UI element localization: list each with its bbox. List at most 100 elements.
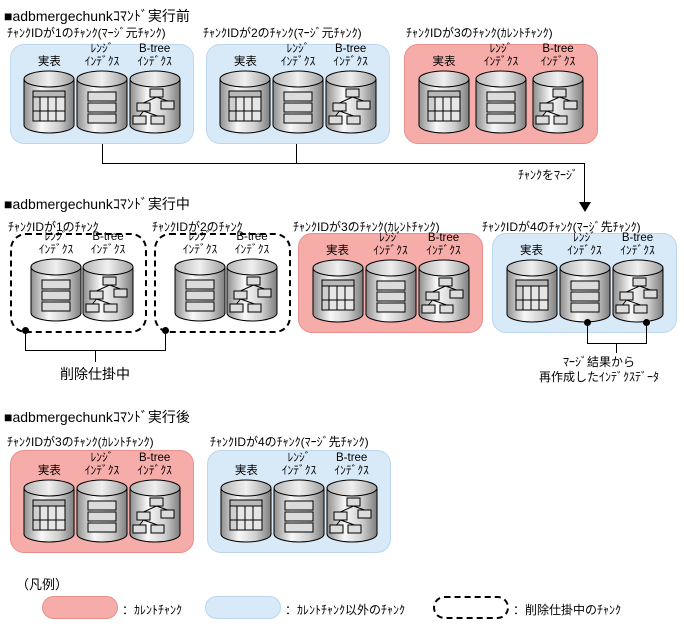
cylinder-label: ﾚﾝｼﾞ ｲﾝﾃﾞｸｽ	[38, 231, 74, 256]
cylinder-label: B-tree ｲﾝﾃﾞｸｽ	[620, 232, 655, 257]
cylinder-label: 実表	[37, 56, 61, 68]
section-before-heading: ■adbmergechunkｺﾏﾝﾄﾞ実行前	[4, 8, 190, 24]
range-index-cylinder-icon	[76, 479, 128, 543]
cylinder-column-range: ﾚﾝｼﾞ ｲﾝﾃﾞｸｽ	[30, 230, 82, 322]
cylinder-label: ﾚﾝｼﾞ ｲﾝﾃﾞｸｽ	[84, 452, 120, 477]
cylinder-column-range: ﾚﾝｼﾞ ｲﾝﾃﾞｸｽ	[272, 42, 325, 134]
btree-index-cylinder-icon	[82, 258, 134, 322]
cylinder-column-range: ﾚﾝｼﾞ ｲﾝﾃﾞｸｽ	[174, 230, 226, 322]
cylinder-column-table: 実表	[417, 42, 471, 134]
cylinder-label: 実表	[37, 465, 61, 477]
cylinder-column-btree: B-tree ｲﾝﾃﾞｸｽ	[128, 42, 181, 134]
callout-dot	[643, 319, 650, 326]
connector-line	[25, 331, 26, 350]
chunk-before-3-label: ﾁｬﾝｸIDが3のﾁｬﾝｸ(ｶﾚﾝﾄﾁｬﾝｸ)	[406, 26, 553, 40]
connector-line	[587, 323, 588, 343]
connector-line	[616, 343, 617, 353]
range-index-cylinder-icon	[174, 258, 226, 322]
cylinder-label: 実表	[234, 465, 258, 477]
connector-line	[587, 343, 647, 344]
chunk-during-4-label: ﾁｬﾝｸIDが4のﾁｬﾝｸ(ﾏｰｼﾞ先ﾁｬﾝｸ)	[482, 220, 641, 234]
cylinder-label: ﾚﾝｼﾞ ｲﾝﾃﾞｸｽ	[280, 43, 316, 68]
chunk-after-4-label: ﾁｬﾝｸIDが4のﾁｬﾝｸ(ﾏｰｼﾞ先ﾁｬﾝｸ)	[210, 435, 369, 449]
chunk-during-4-merge-target: 実表 ﾚﾝｼﾞ ｲﾝﾃﾞｸｽ B-tree ｲﾝﾃﾞｸｽ	[492, 231, 677, 333]
table-cylinder-icon	[219, 70, 271, 134]
cylinder-column-btree: B-tree ｲﾝﾃﾞｸｽ	[324, 42, 377, 134]
legend-title: （凡例）	[16, 577, 69, 592]
btree-index-cylinder-icon	[612, 259, 664, 323]
btree-index-cylinder-icon	[129, 479, 181, 543]
cylinder-column-btree: B-tree ｲﾝﾃﾞｸｽ	[82, 230, 134, 322]
chunk-during-2-label: ﾁｬﾝｸIDが2のﾁｬﾝｸ	[152, 220, 243, 234]
connector-line	[646, 323, 647, 343]
cylinder-label: ﾚﾝｼﾞ ｲﾝﾃﾞｸｽ	[373, 232, 408, 257]
cylinder-label: B-tree ｲﾝﾃﾞｸｽ	[333, 43, 368, 68]
merge-arrow-label: ﾁｬﾝｸをﾏｰｼﾞ	[517, 168, 578, 182]
chunk-during-1-label: ﾁｬﾝｸIDが1のﾁｬﾝｸ	[8, 220, 99, 234]
cylinder-column-table: 実表	[220, 451, 273, 543]
cylinder-label: B-tree ｲﾝﾃﾞｸｽ	[426, 232, 461, 257]
recreated-index-label: ﾏｰｼﾞ結果から 再作成したｲﾝﾃﾞｸｽﾃﾞｰﾀ	[538, 355, 659, 384]
chunk-during-2-deleting: ﾚﾝｼﾞ ｲﾝﾃﾞｸｽ B-tree ｲﾝﾃﾞｸｽ	[154, 230, 291, 333]
cylinder-label: 実表	[233, 56, 257, 68]
legend-swatch-non-current-chunk	[205, 596, 281, 619]
chunk-during-1-deleting: ﾚﾝｼﾞ ｲﾝﾃﾞｸｽ B-tree ｲﾝﾃﾞｸｽ	[10, 230, 147, 333]
btree-index-cylinder-icon	[326, 479, 378, 543]
section-after-heading: ■adbmergechunkｺﾏﾝﾄﾞ実行後	[4, 409, 190, 425]
connector-line	[584, 163, 585, 203]
btree-index-cylinder-icon	[325, 70, 377, 134]
btree-index-cylinder-icon	[532, 70, 584, 134]
cylinder-column-table: 実表	[505, 231, 558, 323]
cylinder-label: ﾚﾝｼﾞ ｲﾝﾃﾞｸｽ	[84, 43, 120, 68]
chunk-before-2: 実表 ﾚﾝｼﾞ ｲﾝﾃﾞｸｽ B-tree ｲﾝﾃﾞｸｽ	[206, 42, 390, 144]
cylinder-label: ﾚﾝｼﾞ ｲﾝﾃﾞｸｽ	[281, 452, 317, 477]
cylinder-column-range: ﾚﾝｼﾞ ｲﾝﾃﾞｸｽ	[76, 42, 129, 134]
chunk-after-4-merge-target: 実表 ﾚﾝｼﾞ ｲﾝﾃﾞｸｽ B-tree ｲﾝﾃﾞｸｽ	[207, 450, 391, 553]
cylinder-column-range: ﾚﾝｼﾞ ｲﾝﾃﾞｸｽ	[364, 231, 417, 323]
cylinder-label: B-tree ｲﾝﾃﾞｸｽ	[334, 452, 369, 477]
table-cylinder-icon	[23, 479, 75, 543]
chunk-during-3-label: ﾁｬﾝｸIDが3のﾁｬﾝｸ(ｶﾚﾝﾄﾁｬﾝｸ)	[293, 220, 440, 234]
legend-label-deleting-chunk: ：削除仕掛中のﾁｬﾝｸ	[513, 603, 622, 617]
table-cylinder-icon	[506, 259, 558, 323]
cylinder-label: 実表	[520, 245, 543, 257]
range-index-cylinder-icon	[273, 479, 325, 543]
cylinder-column-range: ﾚﾝｼﾞ ｲﾝﾃﾞｸｽ	[273, 451, 326, 543]
range-index-cylinder-icon	[475, 70, 527, 134]
legend-label-non-current-chunk: ：ｶﾚﾝﾄﾁｬﾝｸ以外のﾁｬﾝｸ	[285, 603, 406, 617]
cylinder-label: B-tree ｲﾝﾃﾞｸｽ	[540, 43, 576, 68]
btree-index-cylinder-icon	[418, 259, 470, 323]
cylinder-column-btree: B-tree ｲﾝﾃﾞｸｽ	[325, 451, 378, 543]
cylinder-column-btree: B-tree ｲﾝﾃﾞｸｽ	[531, 42, 585, 134]
cylinder-label: ﾚﾝｼﾞ ｲﾝﾃﾞｸｽ	[483, 43, 519, 68]
callout-dot	[22, 327, 29, 334]
chunk-before-1: 実表 ﾚﾝｼﾞ ｲﾝﾃﾞｸｽ B-tree ｲﾝﾃﾞｸｽ	[10, 42, 194, 144]
chunk-during-3: 実表 ﾚﾝｼﾞ ｲﾝﾃﾞｸｽ B-tree ｲﾝﾃﾞｸｽ	[298, 231, 483, 333]
cylinder-column-btree: B-tree ｲﾝﾃﾞｸｽ	[226, 230, 278, 322]
legend-label-current-chunk: ：ｶﾚﾝﾄﾁｬﾝｸ	[122, 603, 183, 617]
connector-line	[165, 331, 166, 350]
table-cylinder-icon	[23, 70, 75, 134]
section-during-heading: ■adbmergechunkｺﾏﾝﾄﾞ実行中	[4, 196, 190, 212]
cylinder-label: B-tree ｲﾝﾃﾞｸｽ	[137, 43, 172, 68]
cylinder-column-btree: B-tree ｲﾝﾃﾞｸｽ	[611, 231, 664, 323]
table-cylinder-icon	[312, 259, 364, 323]
connector-line	[296, 144, 297, 163]
cylinder-column-range: ﾚﾝｼﾞ ｲﾝﾃﾞｸｽ	[558, 231, 611, 323]
btree-index-cylinder-icon	[129, 70, 181, 134]
range-index-cylinder-icon	[365, 259, 417, 323]
cylinder-column-range: ﾚﾝｼﾞ ｲﾝﾃﾞｸｽ	[76, 451, 129, 543]
range-index-cylinder-icon	[272, 70, 324, 134]
merge-arrowhead-icon	[579, 202, 591, 212]
cylinder-column-btree: B-tree ｲﾝﾃﾞｸｽ	[128, 451, 181, 543]
cylinder-column-table: 実表	[23, 451, 76, 543]
cylinder-column-table: 実表	[311, 231, 364, 323]
legend-swatch-current-chunk	[42, 596, 118, 619]
cylinder-label: ﾚﾝｼﾞ ｲﾝﾃﾞｸｽ	[567, 232, 602, 257]
cylinder-label: ﾚﾝｼﾞ ｲﾝﾃﾞｸｽ	[182, 231, 218, 256]
cylinder-column-table: 実表	[219, 42, 272, 134]
cylinder-label: B-tree ｲﾝﾃﾞｸｽ	[90, 231, 126, 256]
range-index-cylinder-icon	[559, 259, 611, 323]
chunk-before-1-label: ﾁｬﾝｸIDが1のﾁｬﾝｸ(ﾏｰｼﾞ元ﾁｬﾝｸ)	[7, 26, 166, 40]
